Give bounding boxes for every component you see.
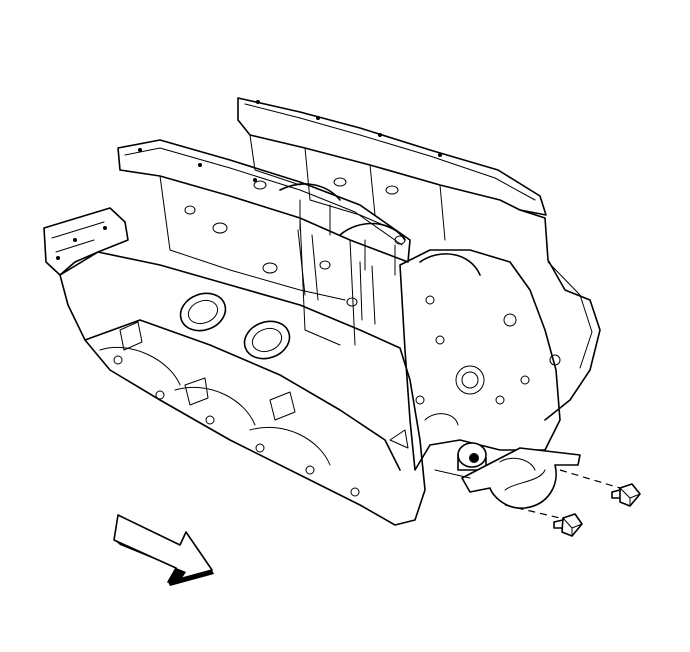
cylinder-bore-plug	[243, 320, 291, 360]
bolt	[611, 483, 641, 507]
bolt	[553, 513, 583, 537]
engine-block	[43, 97, 601, 526]
bearing-cap-bracket	[434, 447, 581, 509]
direction-arrow-icon	[113, 514, 214, 586]
cylinder-bore-plug	[179, 292, 227, 332]
